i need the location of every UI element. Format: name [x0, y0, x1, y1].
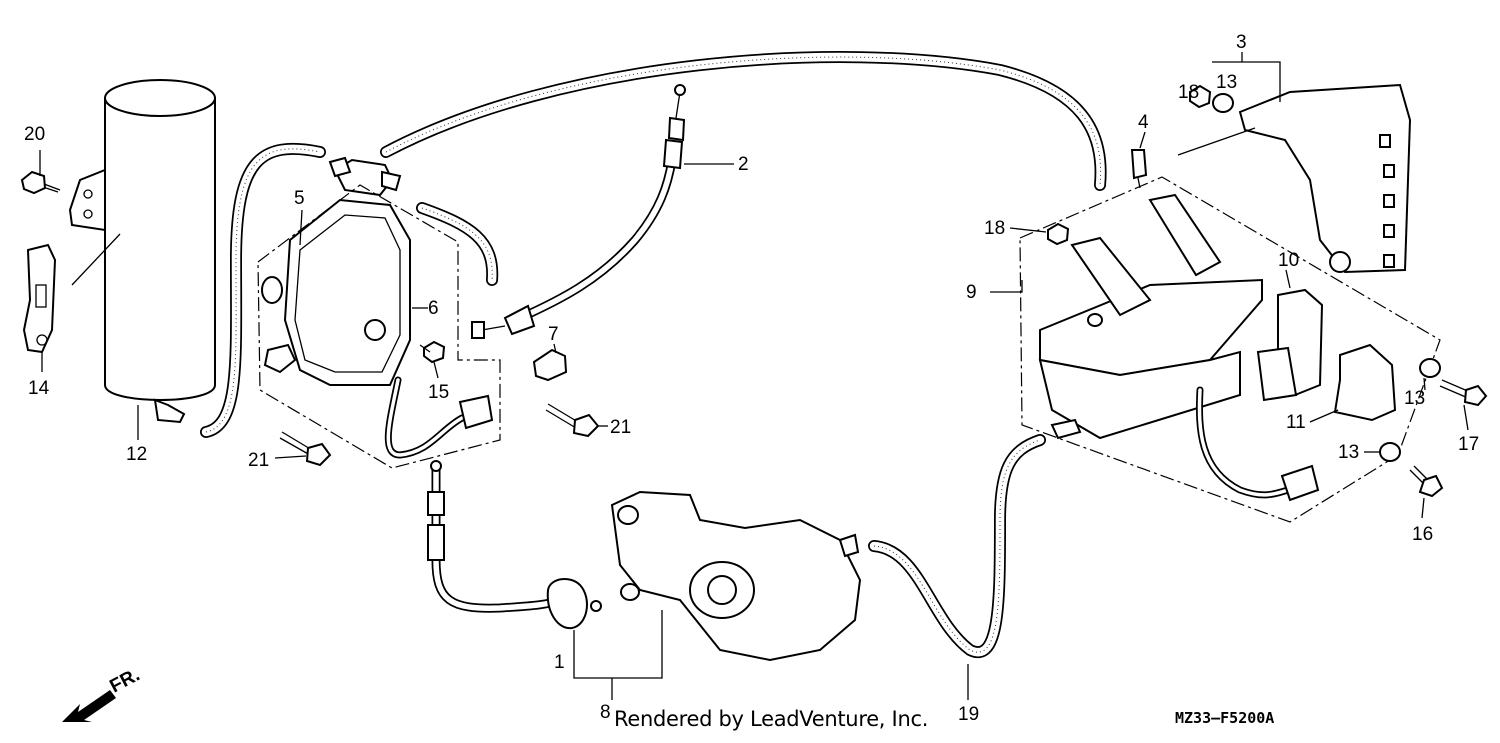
callout-21-left: 21	[248, 450, 269, 471]
actuator	[610, 490, 862, 662]
bolt-16	[1409, 465, 1444, 498]
canister-hose	[200, 142, 326, 438]
bolt-21-center	[545, 403, 600, 438]
callout-13-top: 13	[1216, 72, 1237, 93]
washer-13-top	[1212, 93, 1234, 113]
short-hose	[416, 202, 499, 286]
actuator-cable	[427, 460, 565, 613]
callout-16: 16	[1412, 524, 1433, 545]
callout-8: 8	[600, 702, 611, 723]
callout-12: 12	[126, 444, 147, 465]
diagram-code: MZ33—F5200A	[1175, 709, 1275, 727]
callout-5: 5	[294, 188, 305, 209]
callout-18-center: 18	[984, 218, 1005, 239]
throttle-cable	[471, 84, 686, 339]
clip-7	[532, 348, 568, 382]
callout-2: 2	[738, 154, 749, 175]
callout-18-top: 18	[1178, 82, 1199, 103]
control-unit-outline	[1019, 176, 1441, 523]
front-direction-arrow: FR.	[62, 665, 143, 722]
callout-10: 10	[1278, 250, 1299, 271]
leader-lines	[39, 52, 1469, 700]
hose-19	[868, 434, 1046, 659]
front-arrow-label: FR.	[106, 665, 143, 698]
long-vacuum-hose	[380, 51, 1107, 191]
rubber-10	[1256, 288, 1324, 402]
washer-13-right	[1419, 358, 1441, 378]
callout-15: 15	[428, 382, 449, 403]
bracket-3	[1238, 83, 1412, 274]
bolt-15	[419, 340, 446, 364]
callout-21-center: 21	[610, 417, 631, 438]
callout-13-lower: 13	[1338, 442, 1359, 463]
callout-1: 1	[554, 652, 565, 673]
washer-13-lower	[1379, 442, 1401, 462]
diaphragm-1	[546, 578, 602, 630]
bolt-17	[1439, 379, 1488, 407]
callout-4: 4	[1138, 112, 1149, 133]
canister	[68, 79, 216, 424]
control-unit-wire	[1195, 386, 1320, 502]
callout-13-right: 13	[1404, 388, 1425, 409]
callout-19: 19	[958, 704, 979, 725]
control-unit	[1038, 193, 1263, 440]
bracket-14	[22, 243, 57, 354]
callout-14: 14	[28, 378, 50, 399]
callout-17: 17	[1458, 434, 1479, 455]
callout-20: 20	[24, 124, 45, 145]
bolt-20	[20, 170, 61, 195]
nut-18-top	[1189, 84, 1212, 109]
nut-18-center	[1047, 222, 1070, 246]
clamp-4	[1130, 149, 1148, 189]
bolt-21-left	[279, 431, 332, 467]
solenoid-valve	[261, 156, 411, 386]
render-credit: Rendered by LeadVenture, Inc.	[614, 707, 929, 731]
callout-3: 3	[1236, 32, 1247, 53]
callout-11: 11	[1286, 412, 1306, 433]
callout-9: 9	[966, 282, 977, 303]
solenoid-wire	[384, 376, 494, 459]
callout-6: 6	[428, 298, 439, 319]
callout-7: 7	[548, 324, 559, 345]
cushion-11	[1333, 343, 1397, 422]
valve-group-outline	[257, 184, 501, 469]
